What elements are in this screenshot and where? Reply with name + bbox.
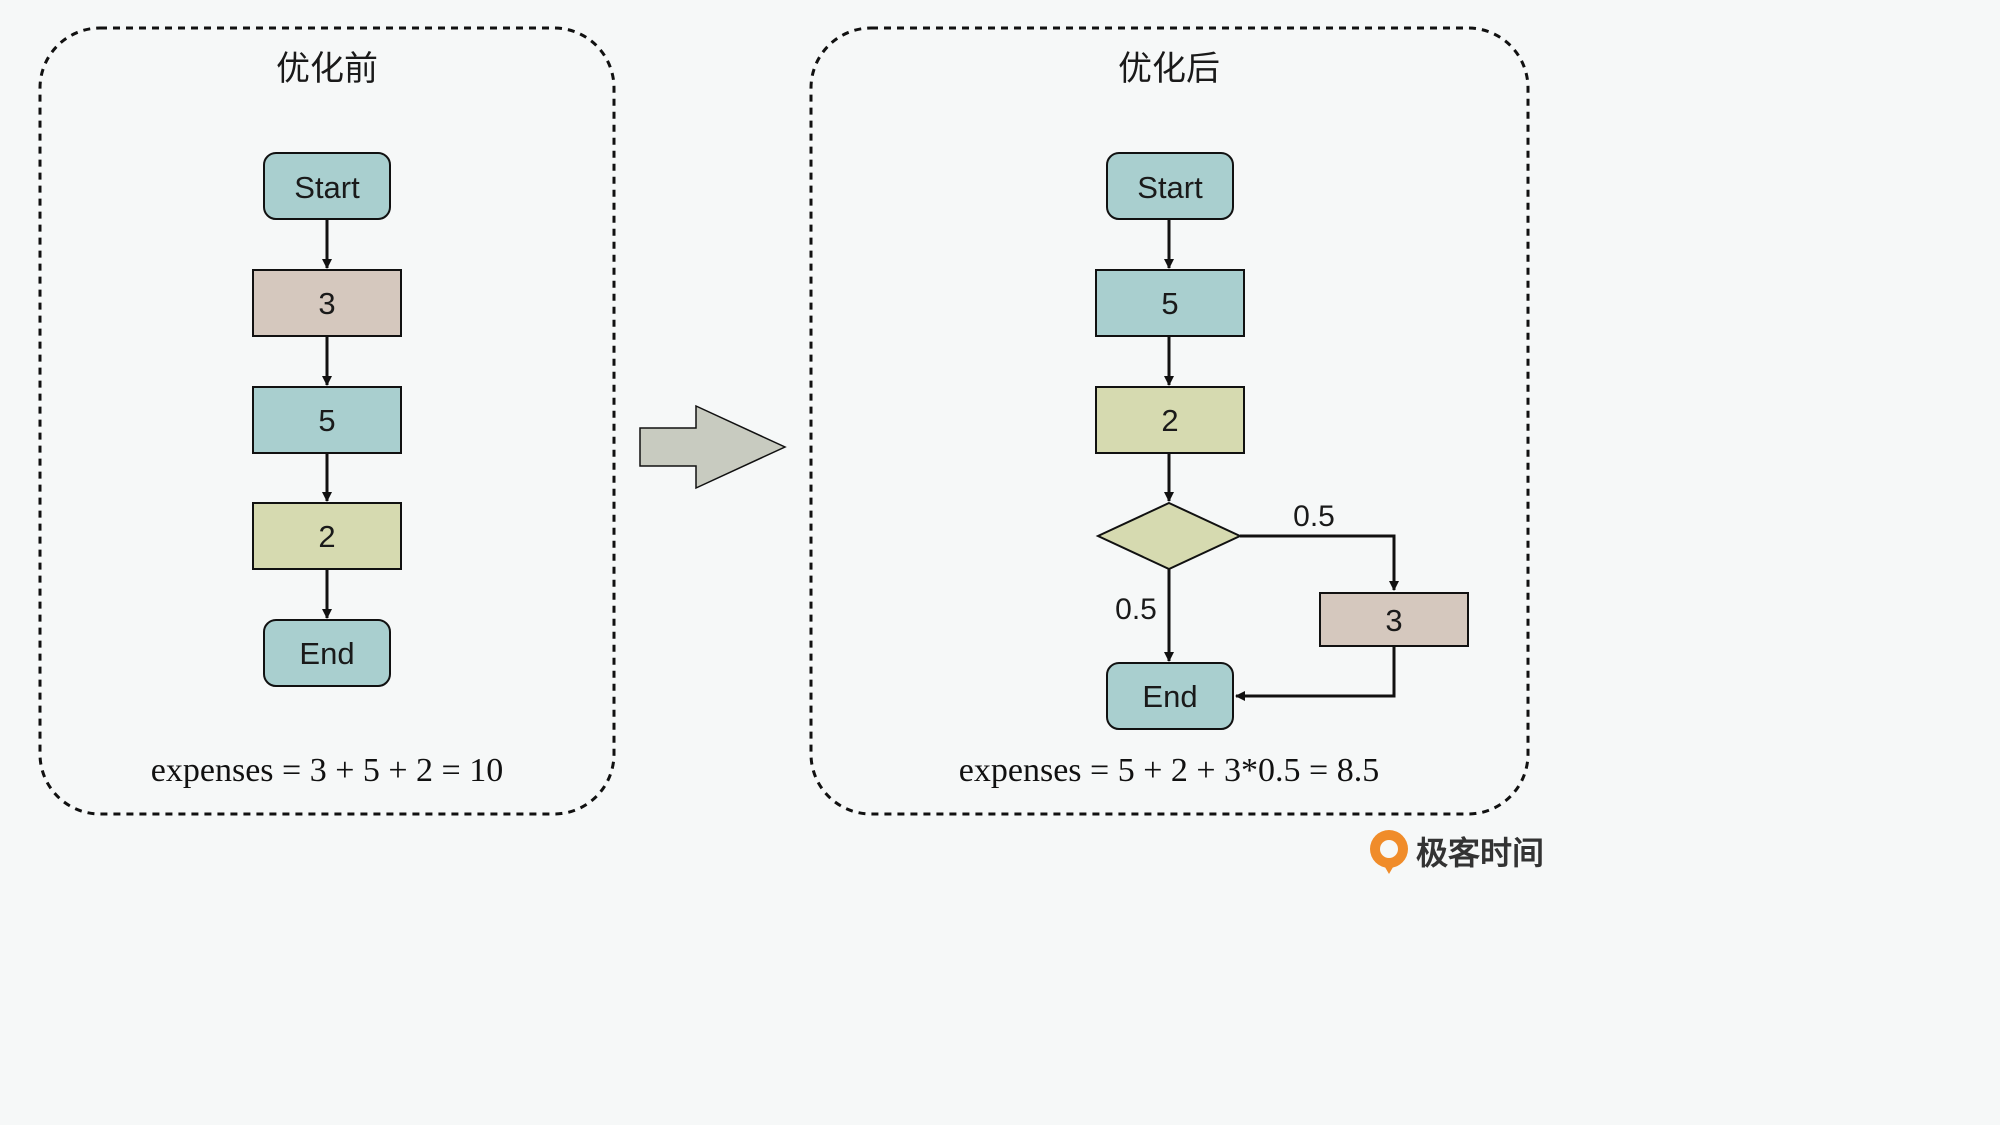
after-branch-right-label: 0.5 (1293, 500, 1335, 533)
right-arrow-icon (639, 404, 787, 490)
after-branch-down-label: 0.5 (1115, 593, 1157, 626)
after-side-step-3-node (1319, 592, 1469, 647)
before-end-node (263, 619, 391, 687)
after-edge-3-end (1235, 646, 1396, 701)
before-start-label: Start (294, 170, 360, 205)
geek-time-logo-icon (1370, 830, 1408, 874)
before-step-3-label: 3 (318, 286, 335, 321)
after-end-node (1106, 662, 1234, 730)
before-step-5-node (252, 386, 402, 454)
after-panel: 优化后 Start 5 2 0.5 3 0.5 End expenses = 5… (809, 26, 1530, 816)
before-end-label: End (299, 636, 354, 671)
before-step-2-label: 2 (318, 519, 335, 554)
before-step-5-label: 5 (318, 403, 335, 438)
after-step-5-label: 5 (1161, 286, 1178, 321)
brand-name: 极客时间 (1416, 834, 1544, 872)
after-edge-decision-3 (1240, 534, 1399, 591)
after-panel-border (809, 26, 1530, 816)
after-step-5-node (1095, 269, 1245, 337)
after-step-2-label: 2 (1161, 403, 1178, 438)
after-side-step-3-label: 3 (1385, 603, 1402, 638)
before-panel: 优化前 Start 3 5 2 End expenses = 3 + 5 + 2… (38, 26, 616, 816)
flowchart-diagram: 优化前 Start 3 5 2 End expenses = 3 + 5 + 2… (38, 26, 1544, 874)
after-title: 优化后 (1118, 49, 1220, 89)
before-step-2-node (252, 502, 402, 570)
before-step-3-node (252, 269, 402, 337)
before-formula: expenses = 3 + 5 + 2 = 10 (151, 752, 503, 789)
after-end-label: End (1142, 679, 1197, 714)
after-decision-node (1095, 501, 1243, 571)
after-start-label: Start (1137, 170, 1203, 205)
after-formula: expenses = 5 + 2 + 3*0.5 = 8.5 (959, 752, 1379, 789)
before-title: 优化前 (276, 49, 378, 89)
before-panel-border (38, 26, 616, 816)
brand: 极客时间 (1370, 830, 1544, 874)
